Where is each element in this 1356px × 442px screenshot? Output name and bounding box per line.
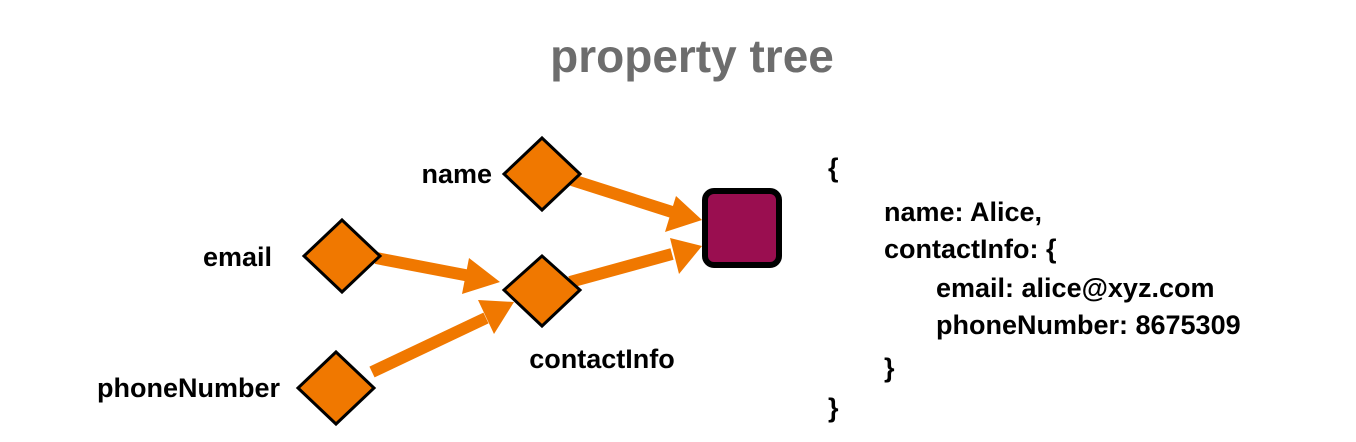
edge-line-name-root — [570, 174, 674, 218]
contact-info-label: contactInfo — [529, 344, 675, 374]
phone-number-label: phoneNumber — [97, 373, 280, 403]
arrowhead-name-root — [665, 196, 702, 232]
arrowhead-phonenumber-contactinfo — [478, 300, 514, 334]
node-name: name — [421, 135, 583, 213]
name-diamond-icon — [501, 135, 583, 213]
edge-phonenumber-to-contactinfo — [369, 300, 514, 378]
diagram-title: property tree — [550, 30, 834, 82]
root-object-square — [702, 188, 782, 268]
node-phone-number: phoneNumber — [97, 349, 377, 427]
edge-name-to-root — [570, 174, 702, 232]
email-diamond-icon — [301, 217, 383, 295]
edge-email-to-contactinfo — [374, 252, 500, 294]
node-contact-info: contactInfo — [501, 253, 675, 374]
node-root-object — [702, 188, 782, 268]
arrowhead-email-contactinfo — [462, 258, 500, 294]
node-email: email — [203, 217, 383, 295]
edges — [369, 174, 702, 378]
contact-info-diamond-icon — [501, 253, 583, 329]
edge-line-phonenumber-contactinfo — [369, 312, 489, 378]
edge-line-contactinfo-root — [568, 248, 674, 288]
edge-contactinfo-to-root — [568, 238, 702, 288]
name-label: name — [421, 159, 492, 189]
email-label: email — [203, 242, 272, 272]
edge-line-email-contactinfo — [374, 252, 472, 282]
phone-number-diamond-icon — [295, 349, 377, 427]
arrowhead-contactinfo-root — [670, 238, 702, 274]
